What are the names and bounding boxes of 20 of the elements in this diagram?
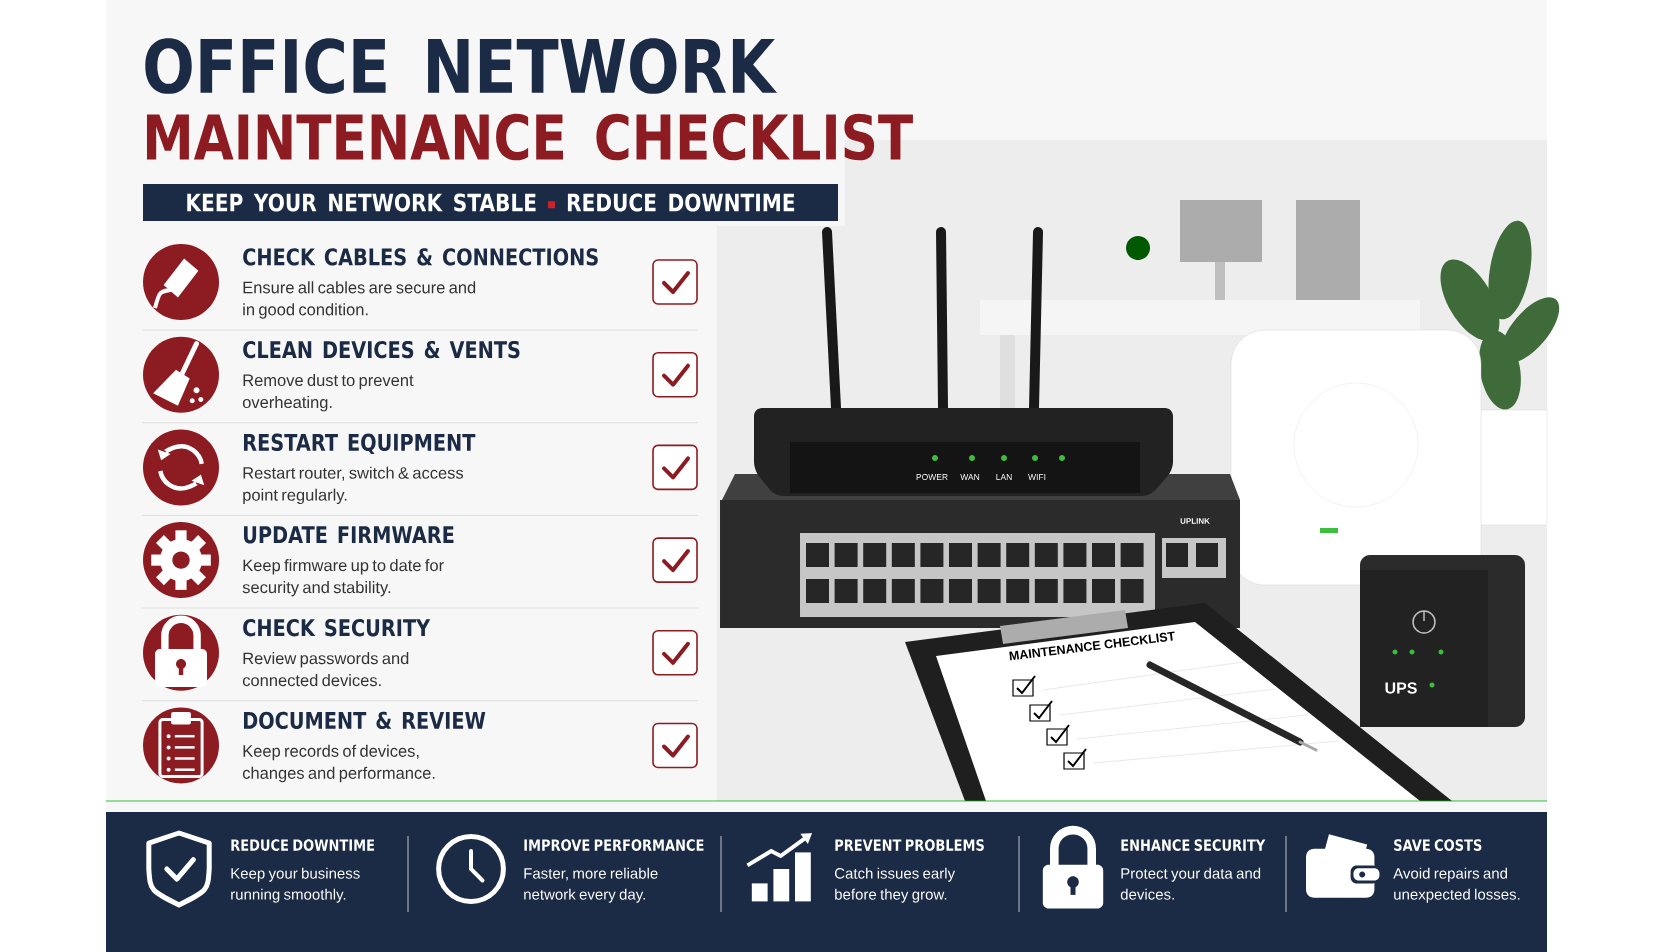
- checklist-item: UPDATE FIRMWARE Keep firmware up to date for security and stability.: [242, 526, 454, 597]
- led-label: POWER: [916, 474, 948, 480]
- benefit-item: IMPROVE PERFORMANCE Faster, more reliable network every day.: [524, 839, 704, 903]
- title: OFFICE NETWORK: [145, 38, 778, 94]
- checklist-title: MAINTENANCE CHECKLIST: [1009, 631, 1175, 661]
- port-label: UPLINK: [1180, 518, 1210, 524]
- benefit-item: SAVE COSTS Avoid repairs and unexpected losses.: [1393, 839, 1520, 903]
- checklist-item: RESTART EQUIPMENT Restart router, switch & access point regularly.: [243, 433, 476, 505]
- checklist-item: CHECK CABLES & CONNECTIONS Ensure all cables are secure and in good condition.: [243, 248, 598, 319]
- led-label: WAN: [960, 474, 980, 480]
- benefit-item: ENHANCE SECURITY Protect your data and devices.: [1120, 839, 1266, 900]
- checklist-item: CHECK SECURITY Review passwords and connected devices.: [242, 619, 431, 687]
- benefit-item: PREVENT PROBLEMS Catch issues early before they grow.: [835, 839, 984, 903]
- device-label: UPS: [1385, 682, 1417, 694]
- checklist-item: DOCUMENT & REVIEW Keep records of devices, changes and performance.: [242, 711, 486, 783]
- led-label: WIFI: [1028, 474, 1046, 480]
- benefit-item: REDUCE DOWNTIME Keep your business running smoothly.: [231, 839, 375, 903]
- led-label: LAN: [996, 474, 1012, 480]
- checklist-item: CLEAN DEVICES & VENTS Remove dust to prevent overheating.: [242, 340, 520, 412]
- subtitle-band: KEEP YOUR NETWORK STABLE REDUCE DOWNTIME: [143, 184, 838, 221]
